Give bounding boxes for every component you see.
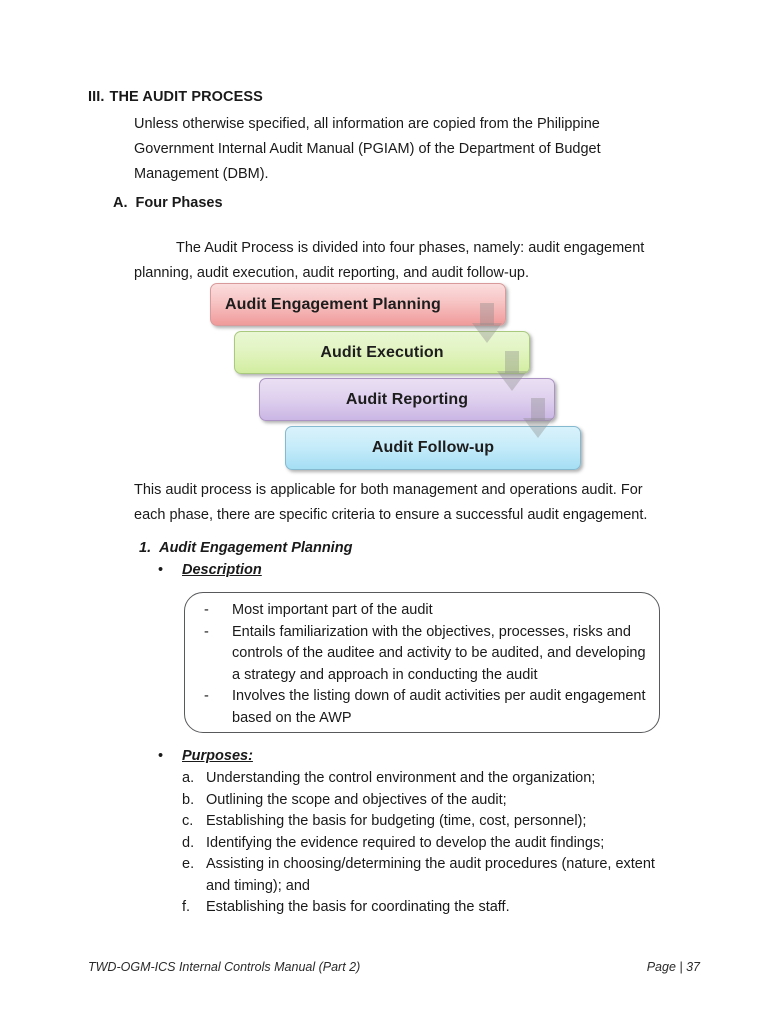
phase-detail-heading: 1. Audit Engagement Planning (139, 540, 352, 556)
purpose-item-marker: c. (182, 813, 194, 829)
description-item: - Involves the listing down of audit act… (204, 686, 654, 729)
phase-detail-title: Audit Engagement Planning (159, 540, 353, 556)
purpose-item-text: Establishing the basis for budgeting (ti… (206, 813, 587, 829)
dash-icon: - (204, 623, 209, 640)
purposes-label: Purposes: (182, 748, 253, 764)
description-item-text: Most important part of the audit (232, 602, 433, 618)
phase-box-audit-engagement-planning[interactable]: Audit Engagement Planning (210, 283, 506, 326)
description-item: - Entails familiarization with the objec… (204, 622, 654, 687)
purpose-item: a. Understanding the control environment… (182, 768, 674, 790)
purpose-item-text: Understanding the control environment an… (206, 770, 596, 786)
description-item-list: - Most important part of the audit - Ent… (204, 600, 654, 729)
section-number: III. (88, 89, 105, 105)
purpose-item-marker: d. (182, 834, 195, 851)
purpose-item-marker: e. (182, 856, 195, 872)
subsection-heading: A. Four Phases (113, 195, 223, 211)
phase-box-audit-reporting[interactable]: Audit Reporting (259, 378, 555, 421)
purpose-item: c. Establishing the basis for budgeting … (182, 811, 674, 833)
section-intro-paragraph: Unless otherwise specified, all informat… (134, 116, 601, 182)
subsection-letter: A. (113, 195, 128, 211)
four-phases-paragraph: The Audit Process is divided into four p… (134, 240, 645, 281)
bullet-icon: • (158, 748, 164, 764)
purpose-item-marker: f. (182, 899, 191, 915)
dash-icon: - (204, 602, 209, 618)
purpose-item-text: Outlining the scope and objectives of th… (206, 791, 507, 808)
purpose-item-marker: b. (182, 791, 195, 808)
description-box (184, 592, 660, 733)
description-item-text: Entails familiarization with the objecti… (232, 623, 646, 683)
description-item: - Most important part of the audit (204, 600, 654, 622)
applicability-paragraph: This audit process is applicable for bot… (134, 482, 648, 523)
purpose-item: b. Outlining the scope and objectives of… (182, 790, 674, 812)
purpose-item: d. Identifying the evidence required to … (182, 833, 674, 855)
purpose-item-text: Assisting in choosing/determining the au… (206, 856, 655, 894)
bullet-icon: • (158, 562, 164, 578)
section-heading: III.THE AUDIT PROCESS (88, 89, 263, 105)
phase-box-audit-execution[interactable]: Audit Execution (234, 331, 530, 374)
description-item-text: Involves the listing down of audit activ… (232, 688, 646, 726)
subsection-title: Four Phases (135, 195, 223, 211)
footer-document-title: TWD-OGM-ICS Internal Controls Manual (Pa… (88, 960, 361, 974)
purpose-item-marker: a. (182, 770, 195, 786)
phase-box-audit-follow-up[interactable]: Audit Follow-up (285, 426, 581, 470)
section-title: THE AUDIT PROCESS (109, 89, 263, 105)
purpose-item-text: Establishing the basis for coordinating … (206, 899, 510, 915)
footer-page-number: Page | 37 (646, 960, 700, 974)
purpose-item-text: Identifying the evidence required to dev… (206, 834, 605, 851)
dash-icon: - (204, 688, 209, 704)
purpose-item: f. Establishing the basis for coordinati… (182, 897, 674, 919)
description-label: Description (182, 562, 262, 578)
purposes-list: a. Understanding the control environment… (182, 768, 674, 919)
purpose-item: e. Assisting in choosing/determining the… (182, 854, 674, 897)
phase-detail-number: 1. (139, 540, 152, 556)
